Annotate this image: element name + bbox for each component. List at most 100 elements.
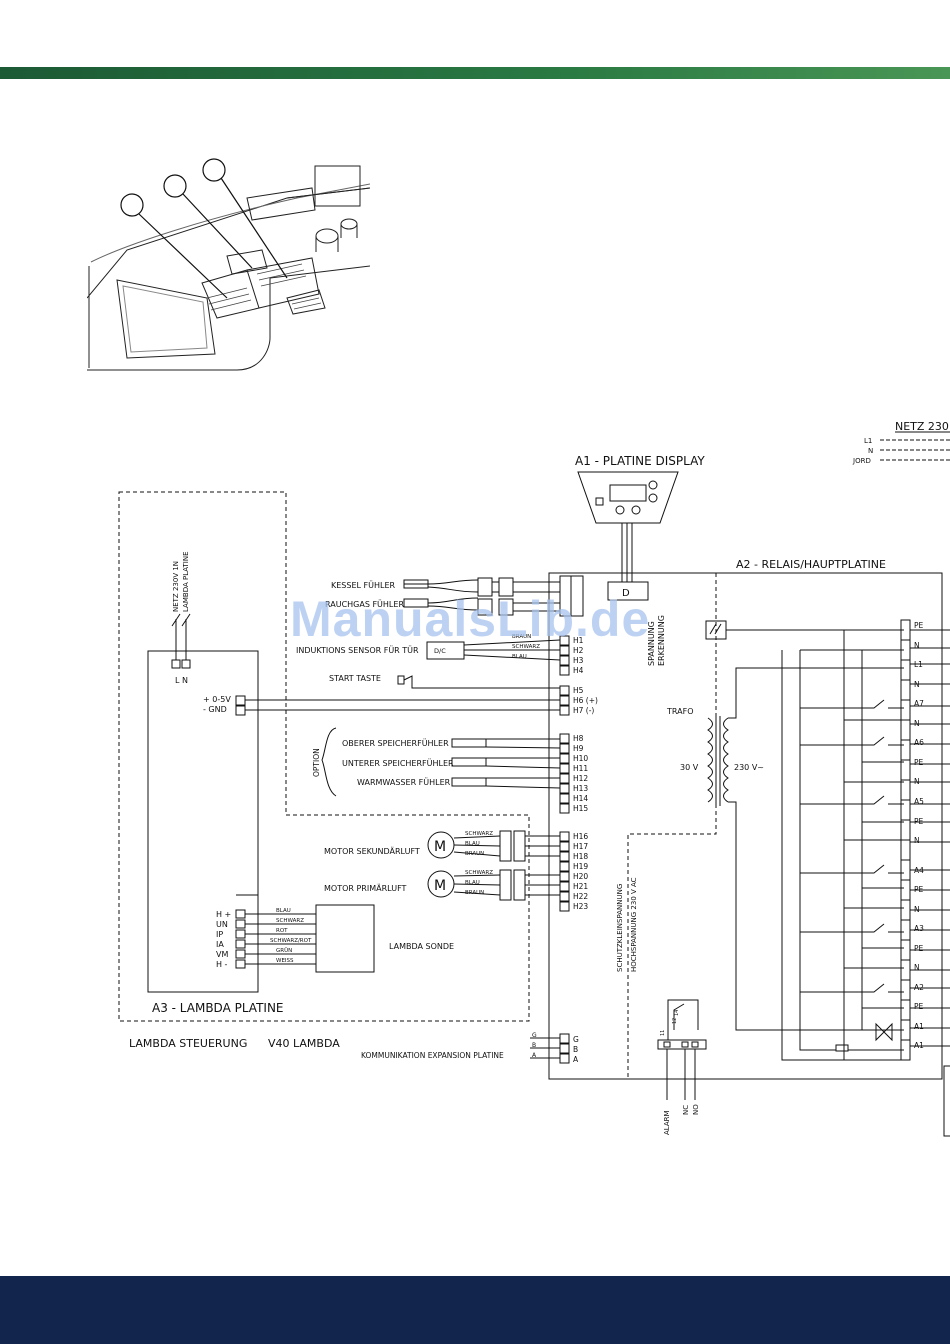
term-label: L1 (914, 660, 923, 669)
term-label: N (914, 963, 920, 972)
ind-wire-label: SCHWARZ (512, 644, 540, 650)
h-terminal-label: H20 (573, 872, 588, 881)
ind-wire-label: BRAUN (512, 634, 531, 640)
a2-title: A2 - RELAIS/HAUPTPLATINE (736, 558, 886, 571)
relay-pin-12: 12 (672, 1018, 678, 1024)
h-terminal-label: H10 (573, 754, 588, 763)
h-terminal-label: H19 (573, 862, 588, 871)
term-label: PE (914, 885, 924, 894)
a3-ln-label: L N (175, 676, 188, 685)
motor-sek-m: M (434, 839, 446, 855)
komm-pin-label: B (573, 1045, 578, 1054)
lambda-sonde-label: LAMBDA SONDE (389, 942, 454, 951)
relay-pin-11: 11 (660, 1030, 666, 1036)
a3-pin-label: IP (216, 930, 223, 939)
option-label: OPTION (312, 748, 321, 777)
term-label: A4 (914, 866, 924, 875)
a3-pin-label: H + (216, 910, 231, 919)
motor-wire-label: BLAU (465, 841, 480, 847)
a1-d-label: D (622, 588, 630, 599)
h-terminal-label: H15 (573, 804, 588, 813)
term-label: PE (914, 817, 924, 826)
h-terminal-label: H22 (573, 892, 588, 901)
a3-wire-label: GRÜN (276, 947, 292, 954)
spannung-label: SPANNUNG (647, 621, 656, 666)
steuerung-left: LAMBDA STEUERUNG (129, 1037, 247, 1050)
term-label: N (914, 777, 920, 786)
h-terminal-label: H6 (+) (573, 696, 598, 705)
trafo-label: TRAFO (666, 707, 694, 716)
term-label: N (914, 836, 920, 845)
footer-band (0, 1276, 950, 1344)
a3-wire-label: ROT (276, 928, 288, 934)
a3-title: A3 - LAMBDA PLATINE (152, 1001, 284, 1015)
term-label: A6 (914, 738, 924, 747)
a3-netz-label: NETZ 230V 1N (172, 561, 180, 612)
term-label: PE (914, 621, 924, 630)
header-band (0, 67, 950, 79)
h-terminal-label: H7 (-) (573, 706, 594, 715)
a3-pin-label: UN (216, 920, 228, 929)
motor-wire-label: BLAU (465, 880, 480, 886)
erkennung-label: ERKENNUNG (657, 615, 666, 666)
trafo-30v: 30 V (680, 763, 699, 772)
motor-wire-label: SCHWARZ (465, 870, 493, 876)
a3-pin-label: IA (216, 940, 224, 949)
komm-pin-label: A (573, 1055, 579, 1064)
unterer-label: UNTERER SPEICHERFÜHLER (342, 758, 454, 768)
komm-pin-label: G (573, 1035, 579, 1044)
rauchgas-label: RAUCHGAS FÜHLER (325, 599, 404, 609)
term-label: A7 (914, 699, 924, 708)
term-label: A1 (914, 1041, 924, 1050)
motor-wire-label: SCHWARZ (465, 831, 493, 837)
a3-wire-label: WEISS (276, 958, 294, 964)
a3-wire-label: BLAU (276, 908, 291, 914)
h-terminal-label: H8 (573, 734, 584, 743)
start-taste-label: START TASTE (329, 674, 381, 683)
term-label: A2 (914, 983, 924, 992)
komm-pin-small: B (532, 1042, 536, 1049)
a3-gnd-label: - GND (203, 705, 227, 714)
a3-wire-label: SCHWARZ (276, 918, 304, 924)
term-label: PE (914, 944, 924, 953)
komm-label: KOMMUNIKATION EXPANSION PLATINE (361, 1051, 504, 1060)
term-label: A5 (914, 797, 924, 806)
term-label: PE (914, 1002, 924, 1011)
oberer-label: OBERER SPEICHERFÜHLER (342, 738, 449, 748)
steuerung-right: V40 LAMBDA (268, 1037, 340, 1050)
motor-prim-label: MOTOR PRIMÄRLUFT (324, 883, 407, 893)
a3-v05-label: + 0-5V (203, 695, 231, 704)
dc-label: D/C (434, 647, 446, 655)
term-label: N (914, 680, 920, 689)
h-terminal-label: H17 (573, 842, 588, 851)
term-label: N (914, 719, 920, 728)
relay-pin-14: 14 (674, 1010, 680, 1016)
induktion-label: INDUKTIONS SENSOR FÜR TÜR (296, 645, 419, 655)
kessel-label: KESSEL FÜHLER (331, 580, 395, 590)
trafo-230v: 230 V~ (734, 763, 764, 772)
term-label: N (914, 641, 920, 650)
control-unit-photo (87, 158, 370, 376)
h-terminal-label: H3 (573, 656, 584, 665)
netz-line-jord: JORD (852, 457, 871, 465)
a3-pin-label: VM (216, 950, 228, 959)
h-terminal-label: H18 (573, 852, 588, 861)
a3-pin-label: H - (216, 960, 228, 969)
h-terminal-label: H4 (573, 666, 584, 675)
nc-label: NC (682, 1105, 690, 1115)
term-label: PE (914, 758, 924, 767)
h-terminal-label: H9 (573, 744, 584, 753)
h-terminal-label: H11 (573, 764, 588, 773)
h-terminal-label: H1 (573, 636, 584, 645)
komm-pin-small: G (532, 1032, 537, 1039)
h-terminal-label: H23 (573, 902, 588, 911)
a1-title: A1 - PLATINE DISPLAY (575, 454, 705, 468)
h-terminal-label: H5 (573, 686, 584, 695)
h-terminal-label: H2 (573, 646, 584, 655)
netz-title: NETZ 230 (895, 420, 949, 433)
h-terminal-label: H13 (573, 784, 588, 793)
schutzkleinspannung-label: SCHUTZKLEINSPANNUNG (616, 884, 624, 972)
no-label: NO (692, 1104, 700, 1115)
komm-pin-small: A (532, 1052, 537, 1059)
